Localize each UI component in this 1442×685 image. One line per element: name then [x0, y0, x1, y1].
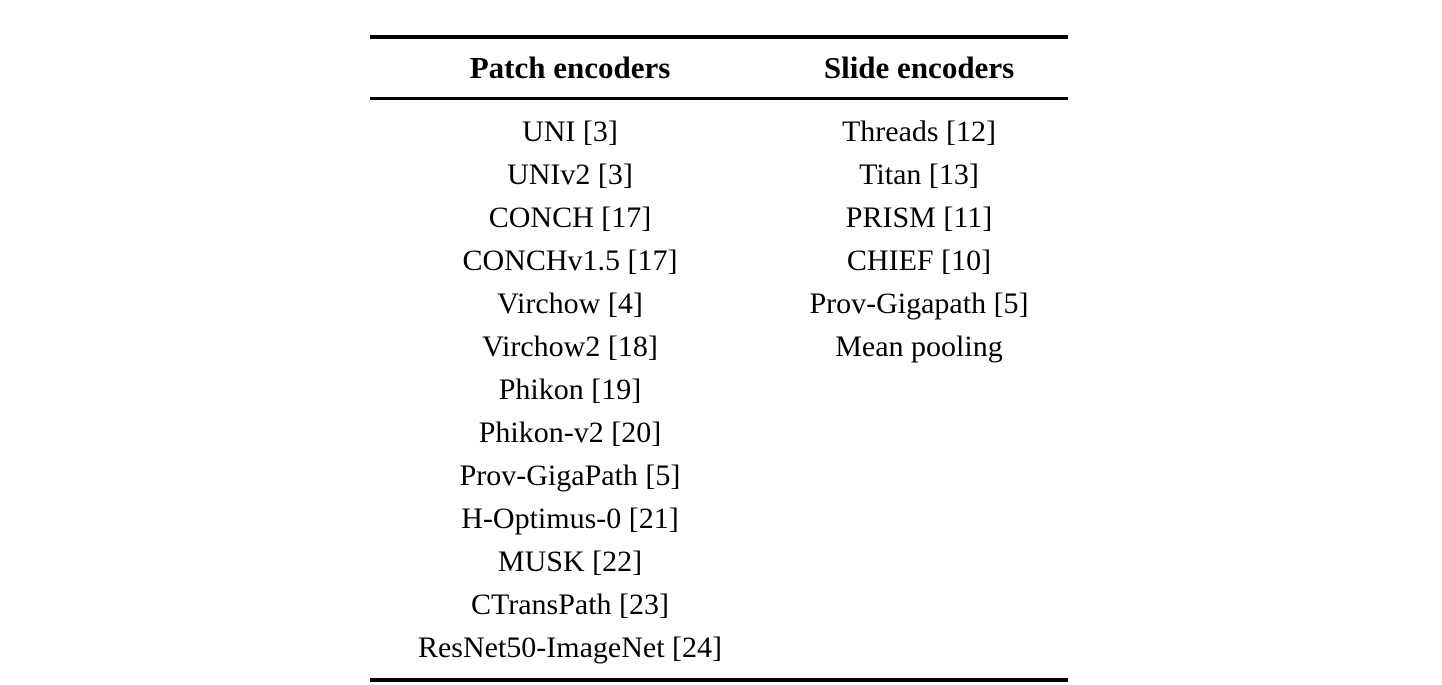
slide-encoders-column: Threads [12] Titan [13] PRISM [11] CHIEF…	[770, 110, 1068, 669]
list-item: H-Optimus-0 [21]	[461, 502, 679, 535]
list-item: ResNet50-ImageNet [24]	[417, 631, 723, 664]
list-item: Prov-Gigapath [5]	[809, 287, 1029, 320]
list-item: Mean pooling	[835, 330, 1003, 363]
list-item: PRISM [11]	[845, 201, 993, 234]
list-item: Threads [12]	[841, 115, 997, 148]
list-item: UNIv2 [3]	[507, 158, 633, 191]
column-header-patch-encoders: Patch encoders	[469, 50, 671, 85]
list-item: UNI [3]	[522, 115, 618, 148]
list-item: Phikon [19]	[498, 373, 642, 406]
column-header-slide-encoders: Slide encoders	[823, 50, 1015, 85]
list-item: Phikon-v2 [20]	[478, 416, 662, 449]
patch-encoders-column: UNI [3] UNIv2 [3] CONCH [17] CONCHv1.5 […	[370, 110, 770, 669]
table-header-row: Patch encoders Slide encoders	[370, 39, 1068, 97]
list-item: Virchow2 [18]	[482, 330, 658, 363]
table-top-rule	[370, 35, 1068, 39]
list-item: CTransPath [23]	[470, 588, 670, 621]
list-item: Titan [13]	[859, 158, 979, 191]
list-item: CONCHv1.5 [17]	[462, 244, 678, 277]
table-body: UNI [3] UNIv2 [3] CONCH [17] CONCHv1.5 […	[370, 100, 1068, 678]
encoder-table-container: Patch encoders Slide encoders UNI [3] UN…	[370, 35, 1068, 682]
table-header-rule	[370, 97, 1068, 100]
list-item: CHIEF [10]	[846, 244, 992, 277]
list-item: Prov-GigaPath [5]	[459, 459, 681, 492]
table-bottom-rule	[370, 678, 1068, 682]
list-item: CONCH [17]	[488, 201, 652, 234]
list-item: Virchow [4]	[497, 287, 643, 320]
list-item: MUSK [22]	[497, 545, 643, 578]
